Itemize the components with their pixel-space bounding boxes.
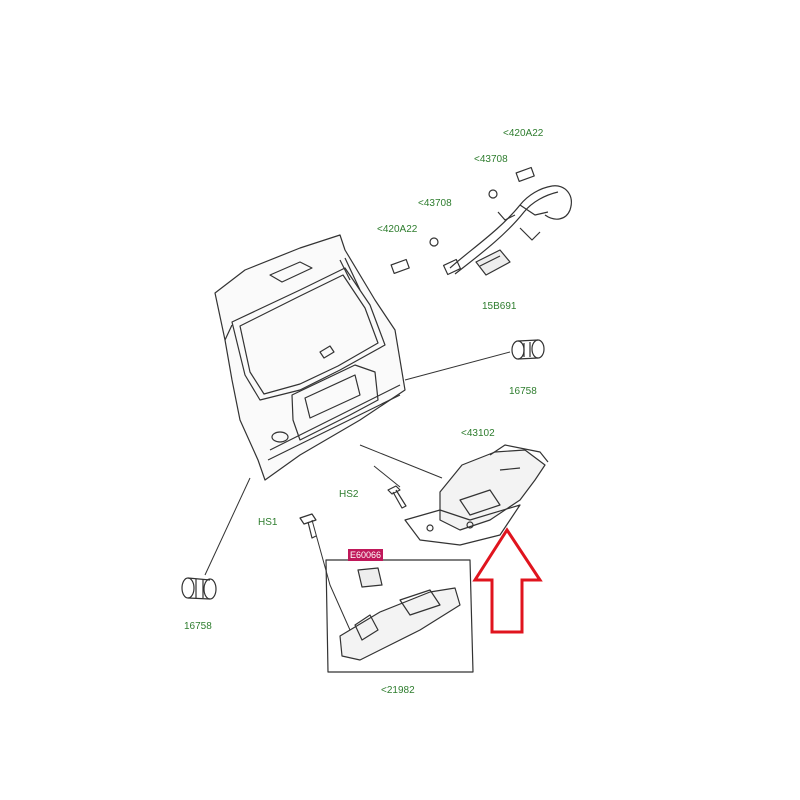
bumper-bottom-illustration	[181, 577, 217, 600]
label-screw-hs1: HS1	[258, 517, 278, 528]
label-highlighted-part: E60066	[348, 549, 384, 561]
label-bumper-bottom: 16758	[184, 621, 212, 632]
label-camera-harness: 15B691	[482, 301, 517, 312]
screw-hs1-illustration	[299, 513, 317, 539]
tailgate-illustration	[214, 234, 406, 481]
leader-lines	[204, 351, 511, 631]
bumper-top-illustration	[511, 339, 545, 360]
latch-assembly-illustration	[404, 444, 549, 546]
screw-hs2-illustration	[387, 485, 407, 509]
red-indicator-arrow	[472, 527, 543, 634]
camera-harness-illustration	[390, 166, 572, 276]
label-handle-assembly: <21982	[381, 685, 415, 696]
label-nut-left: <43708	[418, 198, 452, 209]
label-latch-assembly: <43102	[461, 428, 495, 439]
label-connector-top: <420A22	[503, 128, 544, 139]
handle-assembly-box	[325, 559, 474, 673]
label-screw-hs2: HS2	[339, 489, 359, 500]
label-connector-left: <420A22	[377, 224, 418, 235]
label-nut-top: <43708	[474, 154, 508, 165]
label-bumper-top: 16758	[509, 386, 537, 397]
